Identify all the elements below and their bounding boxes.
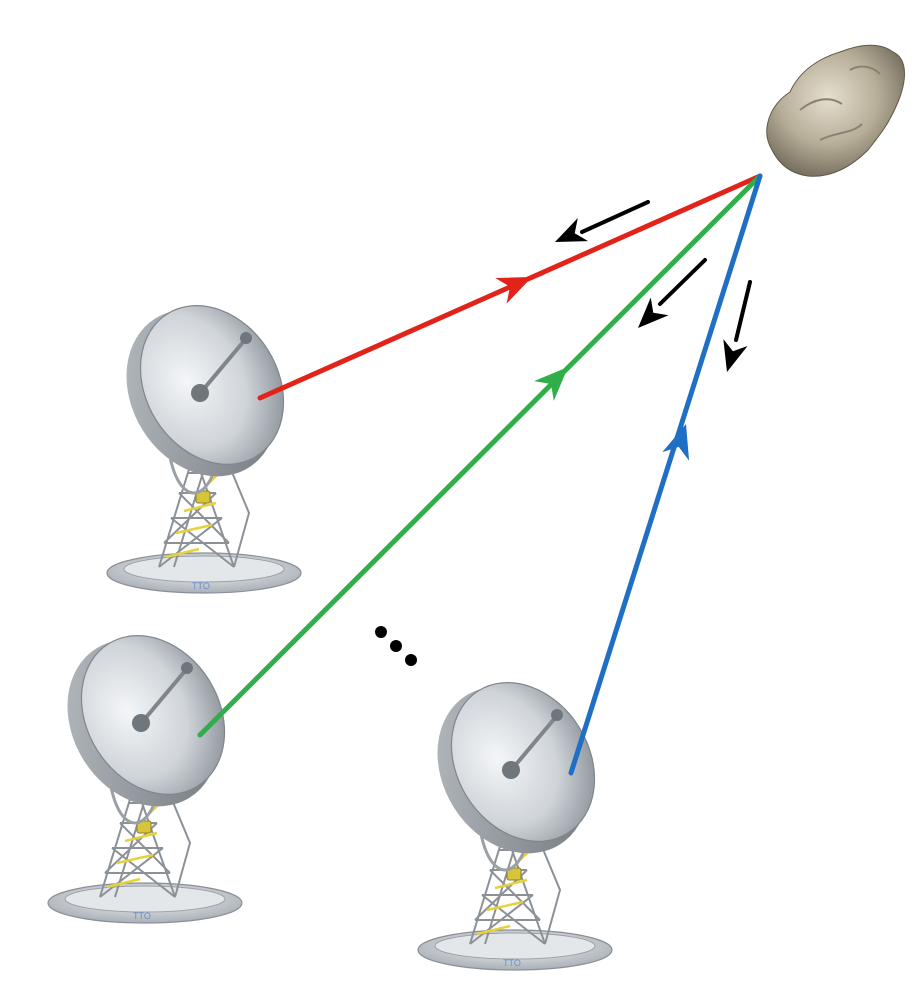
return-arrow-blue [734,280,752,342]
antenna-label: TTO [503,958,521,968]
antenna-bottom-left: TTO [35,606,256,925]
ellipsis-dots [375,626,417,666]
return-arrow-green [658,258,707,306]
red-link-line [257,173,763,401]
return-arrowhead-blue [714,339,748,376]
asteroid [766,44,905,177]
antenna-label: TTO [133,911,151,921]
antenna-top-left: TTO [94,276,315,595]
antenna-bottom-right: TTO [405,653,626,972]
antenna-label: TTO [192,581,210,591]
return-arrowhead-red [549,218,589,254]
red-link-arrowhead [495,264,538,304]
return-arrows [549,200,752,376]
signal-links [197,173,763,776]
blue-link-line [568,173,763,776]
return-arrow-red [580,200,650,234]
green-link-line [197,173,763,738]
